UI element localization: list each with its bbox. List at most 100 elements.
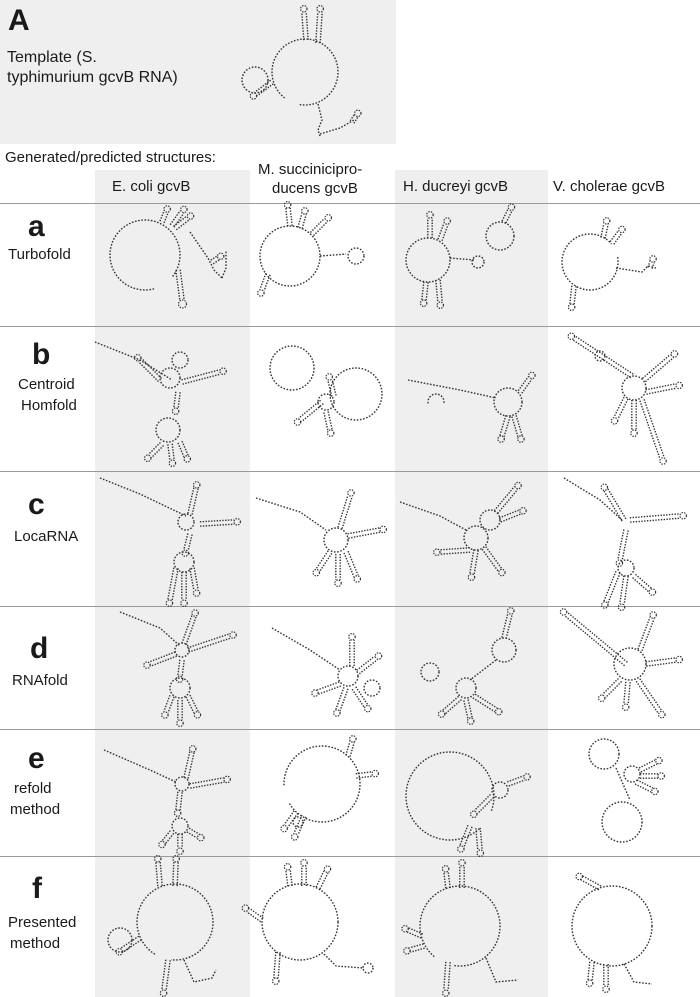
rna-row-b-hduc (407, 371, 536, 443)
rna-stem-strand (349, 742, 355, 757)
rna-stem-strand (319, 552, 333, 572)
rna-stem-strand (463, 826, 473, 848)
rna-row-f-msuc (241, 858, 374, 985)
rna-loop (493, 387, 523, 417)
rna-stem-strand (638, 759, 656, 769)
row-divider-b-c (0, 471, 700, 472)
rna-stem-strand (477, 797, 495, 815)
rna-hairpin-loop (186, 212, 195, 220)
rna-strand (94, 341, 173, 381)
rna-hairpin-loop (348, 632, 356, 641)
rna-hairpin-loop (223, 775, 231, 784)
rna-stem-strand (647, 261, 651, 268)
rna-stem-strand (259, 272, 267, 290)
rna-stem-strand (122, 939, 142, 953)
rna-stem-strand (331, 379, 337, 396)
rna-hairpin-loop (458, 858, 466, 867)
rna-hairpin-loop (441, 989, 450, 997)
rna-stem-strand (447, 962, 451, 991)
rna-stem-strand (210, 255, 218, 261)
rna-loop (588, 738, 620, 770)
rna-hairpin-loop (602, 985, 610, 994)
rna-strand (449, 257, 475, 261)
rna-row-b-msuc (269, 345, 383, 437)
rna-stem-strand (315, 870, 325, 888)
rna-strand (399, 501, 467, 531)
rna-loop (347, 247, 365, 265)
rna-hairpin-loop (143, 454, 152, 463)
rna-stem-strand (580, 879, 600, 891)
rna-hairpin-loop (379, 525, 387, 534)
rna-stem-strand (173, 391, 177, 408)
rna-stem-strand (181, 615, 193, 644)
rna-hairpin-loop (401, 924, 409, 933)
rna-stem-strand (347, 550, 359, 576)
row-name-d: RNAfold (12, 672, 68, 689)
rna-stem-strand (473, 793, 491, 811)
generated-title: Generated/predicted structures: (5, 149, 216, 166)
rna-hairpin-loop (193, 711, 202, 719)
rna-stem-strand (345, 741, 351, 756)
rna-hairpin-loop (196, 833, 205, 842)
rna-stem-strand (301, 12, 305, 41)
row-letter-f: f (32, 872, 42, 905)
rna-loop (561, 233, 619, 291)
rna-loop (159, 367, 181, 389)
rna-stem-strand (190, 781, 225, 789)
rna-stem-strand (137, 361, 159, 383)
rna-stem-strand (639, 400, 661, 459)
rna-hairpin-loop (419, 299, 428, 307)
row-letter-e: e (28, 742, 45, 775)
rna-row-c-ecoli (99, 477, 241, 608)
row-name-f-1: Presented (8, 914, 77, 931)
rna-stem-strand (621, 530, 629, 561)
rna-loop (491, 637, 517, 663)
rna-stem-strand (301, 214, 307, 229)
rna-stem-strand (315, 550, 329, 570)
rna-loop (571, 885, 653, 967)
rna-hairpin-loop (441, 865, 450, 873)
rna-row-c-msuc (255, 489, 387, 588)
rna-stem-strand (643, 399, 665, 458)
rna-stem-strand (172, 861, 175, 886)
row-name-e-1: refold (14, 780, 52, 797)
rna-stem-strand (501, 613, 509, 638)
rna-stem-strand (572, 339, 632, 379)
rna-stem-strand (161, 830, 171, 842)
rna-hairpin-loop (602, 217, 611, 225)
rna-stem-strand (176, 862, 179, 887)
rna-loop (171, 817, 189, 835)
rna-hairpin-loop (325, 373, 334, 381)
rna-stem-strand (634, 783, 652, 793)
rna-strand (623, 963, 653, 985)
rna-hairpin-loop (229, 631, 237, 639)
rna-stem-strand (319, 872, 329, 890)
rna-stem-strand (651, 262, 655, 269)
rna-stem-strand (629, 513, 680, 519)
rna-stem-strand (642, 353, 672, 379)
rna-stem-strand (500, 513, 522, 523)
rna-stem-strand (191, 488, 199, 515)
rna-hairpin-loop (324, 213, 333, 222)
rna-loop (471, 255, 485, 269)
rna-hairpin-loop (494, 707, 503, 716)
rna-stem-strand (635, 680, 659, 714)
rna-stem-strand (600, 223, 605, 238)
column-header-vcholerae: V. cholerae gcvB (553, 178, 666, 195)
rna-hairpin-loop (467, 573, 476, 581)
rna-stem-strand (248, 907, 264, 919)
rna-hairpin-loop (241, 904, 250, 912)
rna-stem-strand (188, 827, 200, 835)
rna-hairpin-loop (312, 568, 321, 577)
rna-stem-strand (309, 217, 325, 233)
rna-strand (119, 611, 181, 647)
rna-hairpin-loop (316, 5, 325, 13)
rna-hairpin-loop (675, 655, 683, 664)
rna-strand (317, 103, 323, 137)
rna-strand (271, 627, 341, 671)
rna-stem-strand (315, 11, 319, 43)
rna-loop (173, 551, 195, 573)
rna-stem-strand (591, 962, 595, 981)
rna-stem-strand (189, 777, 224, 785)
